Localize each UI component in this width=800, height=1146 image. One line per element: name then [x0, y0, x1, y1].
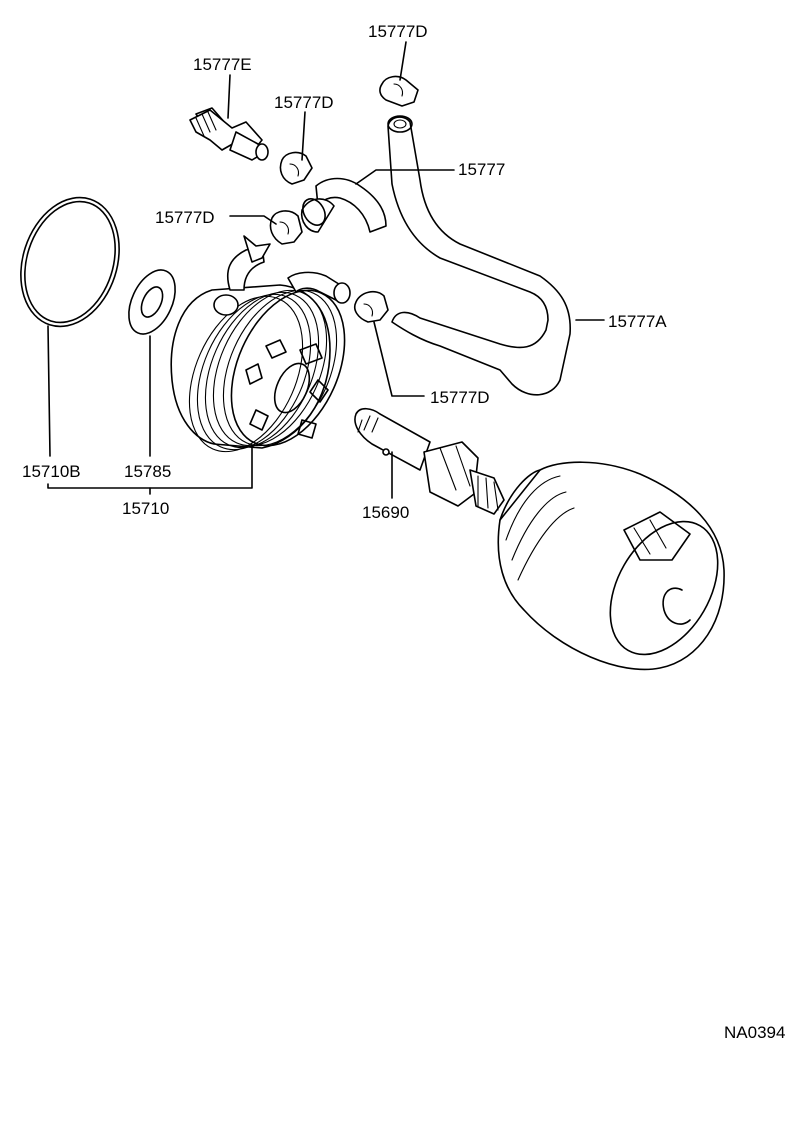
- label-15777d-upper: 15777D: [274, 93, 334, 112]
- label-15710b: 15710B: [22, 462, 81, 481]
- clamp-15777d-top: [379, 75, 419, 107]
- label-15777e: 15777E: [193, 55, 252, 74]
- label-15777d-top: 15777D: [368, 22, 428, 41]
- clamp-15777d-upper: [279, 151, 313, 185]
- clamp-15777d-lower: [353, 290, 389, 323]
- label-15710: 15710: [122, 499, 169, 518]
- union-15777e: [189, 107, 269, 161]
- hose-15777a: [387, 115, 571, 396]
- label-15777a: 15777A: [608, 312, 667, 331]
- hose-15777: [300, 177, 387, 233]
- washer-15785: [128, 269, 176, 335]
- label-15785: 15785: [124, 462, 171, 481]
- relief-valve-15690: [354, 407, 505, 515]
- o-ring-15710b: [20, 196, 120, 328]
- label-15777d-lower: 15777D: [430, 388, 490, 407]
- label-15690: 15690: [362, 503, 409, 522]
- oil-filter: [497, 461, 725, 671]
- clamp-15777d-left: [269, 210, 303, 245]
- label-15777d-left: 15777D: [155, 208, 215, 227]
- label-15777: 15777: [458, 160, 505, 179]
- diagram-code: NA0394: [724, 1023, 785, 1042]
- leader-lines: [47, 41, 605, 499]
- oil-cooler-15710: [170, 235, 351, 453]
